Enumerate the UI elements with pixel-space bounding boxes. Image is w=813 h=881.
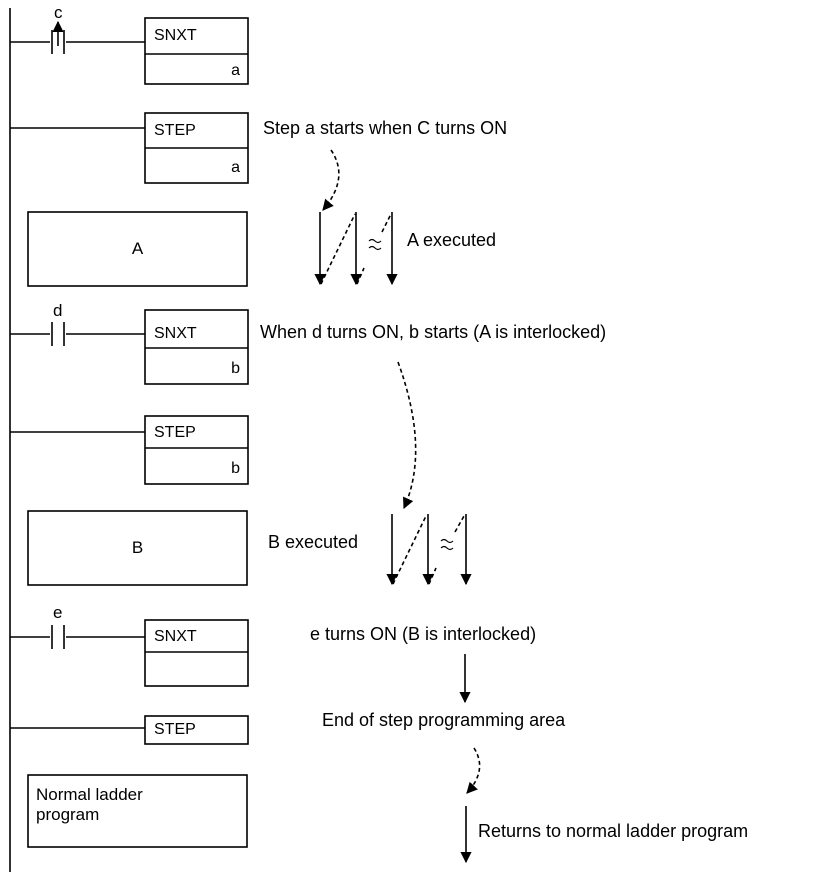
normal-ladder-label: Normal ladder program — [36, 785, 143, 824]
block-b — [27, 510, 248, 586]
snxt-b-label: SNXT — [154, 325, 197, 342]
step-a-operand: a — [231, 159, 240, 176]
step-b-operand: b — [231, 460, 240, 477]
note-returns: Returns to normal ladder program — [478, 821, 749, 841]
transition-curve — [322, 149, 340, 211]
snxt-a-box — [144, 17, 249, 85]
snxt-a-label: SNXT — [154, 27, 197, 44]
block-a-label: A — [131, 239, 144, 258]
transition-curve — [466, 747, 481, 794]
contact-d-label: d — [53, 301, 63, 320]
transition-curve — [397, 361, 417, 510]
snxt-b-box — [144, 309, 249, 385]
step-b-label: STEP — [154, 424, 196, 441]
block-b-label: B — [131, 538, 144, 557]
step-end-box — [144, 715, 249, 745]
snxt-e-label: SNXT — [154, 628, 197, 645]
step-a-label: STEP — [154, 122, 196, 139]
normal-ladder-block — [27, 774, 248, 848]
note-a-executed: A executed — [407, 230, 497, 250]
block-a — [27, 211, 248, 287]
note-b-executed: B executed — [268, 532, 359, 552]
contact-e-label: e — [53, 603, 63, 622]
note-step-a-starts: Step a starts when C turns ON — [263, 118, 508, 138]
snxt-a-operand: a — [231, 62, 240, 79]
step-end-label: STEP — [154, 721, 196, 738]
step-b-box — [144, 415, 249, 485]
note-end-area: End of step programming area — [322, 710, 566, 730]
contact-c-label: c — [54, 3, 63, 22]
snxt-e-box — [144, 619, 249, 687]
note-e-on: e turns ON (B is interlocked) — [310, 624, 537, 644]
snxt-b-operand: b — [231, 360, 240, 377]
note-b-starts: When d turns ON, b starts (A is interloc… — [260, 322, 607, 342]
